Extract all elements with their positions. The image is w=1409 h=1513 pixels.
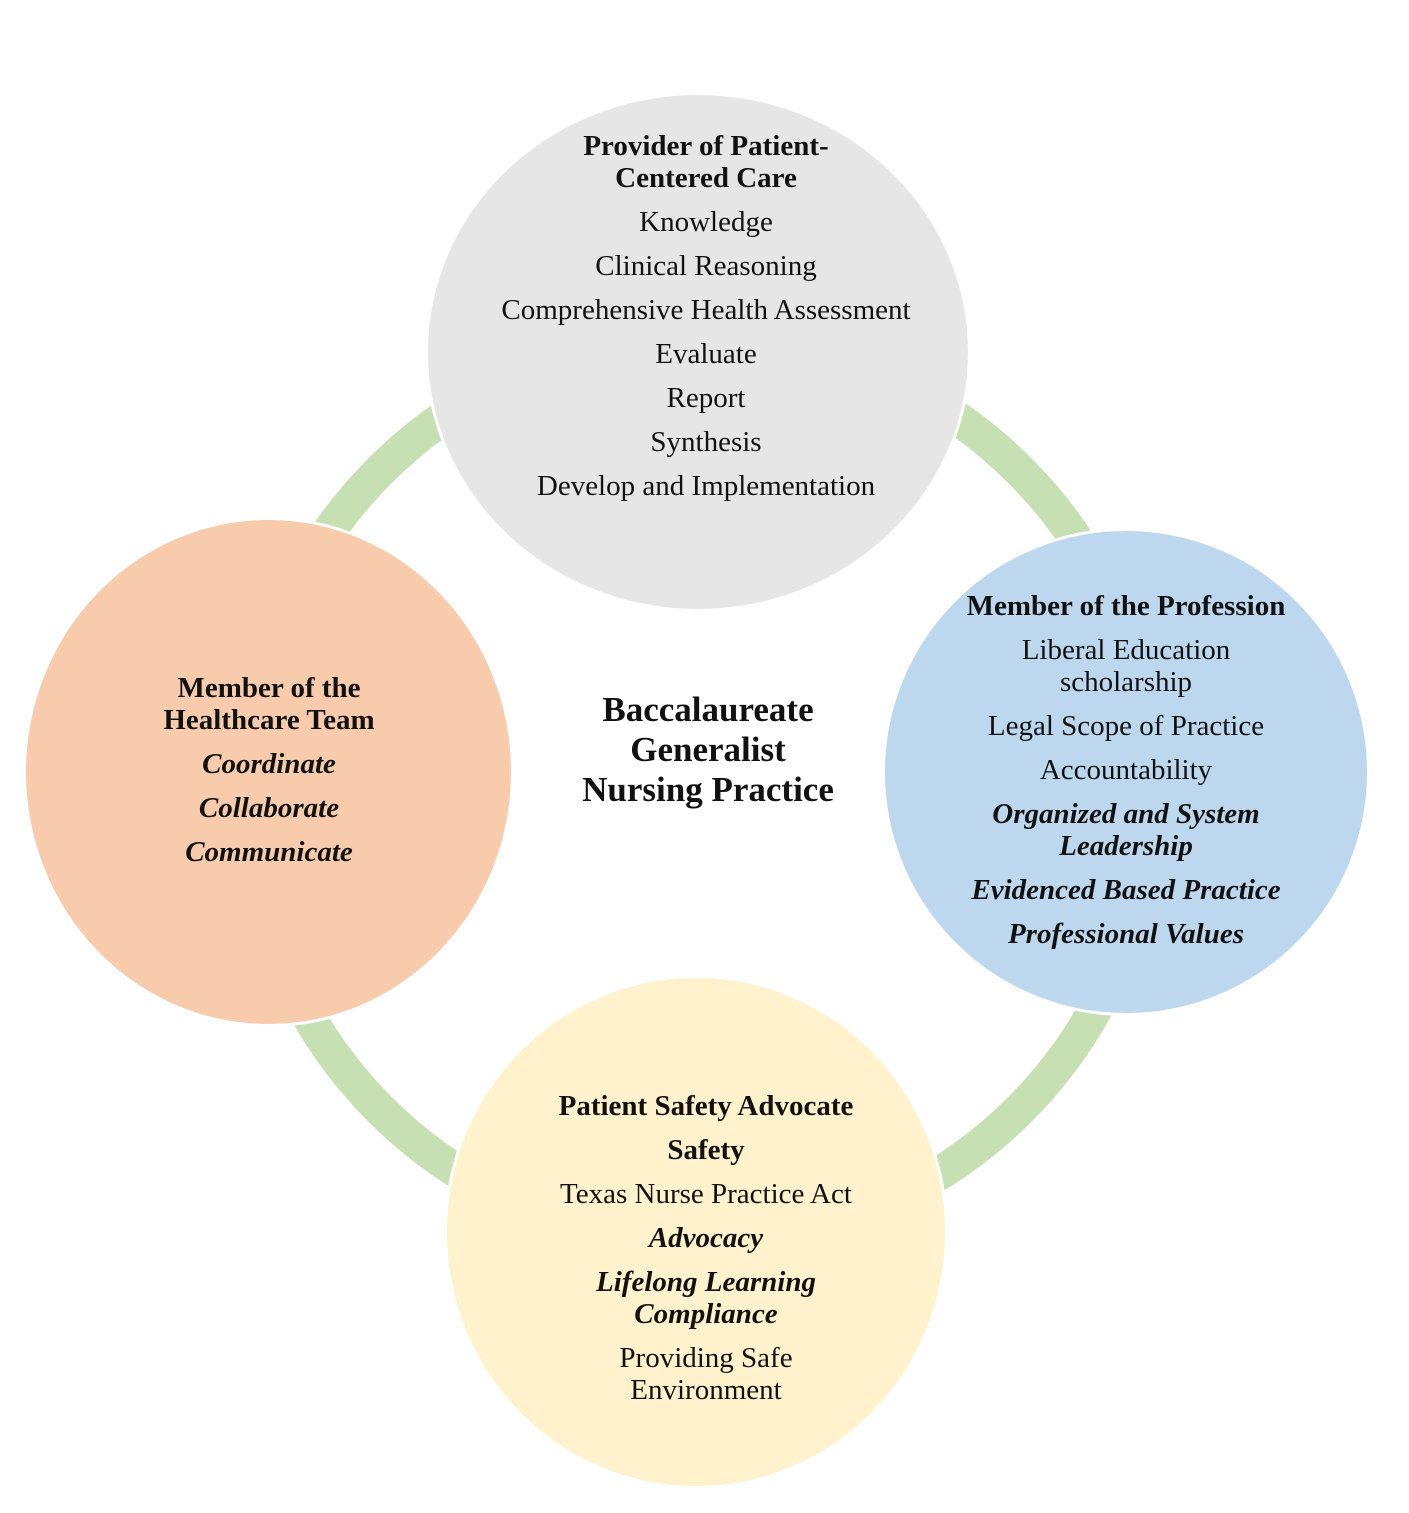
center-title: Baccalaureate Generalist Nursing Practic…	[540, 690, 876, 810]
center-title-line: Nursing Practice	[582, 770, 834, 809]
top-item: Synthesis	[650, 426, 762, 458]
bottom-item: Texas Nurse Practice Act	[560, 1178, 852, 1210]
bottom-item: Advocacy	[648, 1222, 764, 1254]
right-item: Member of the Profession	[966, 590, 1286, 622]
bottom-item: Patient Safety Advocate	[558, 1090, 854, 1122]
right-item: Accountability	[1039, 754, 1213, 786]
top-item: Clinical Reasoning	[595, 250, 817, 282]
left-item: Communicate	[185, 836, 353, 868]
top-item: Report	[666, 382, 746, 414]
bottom-item: Safety	[667, 1134, 745, 1166]
right-item: Legal Scope of Practice	[987, 710, 1265, 742]
left-item: Collaborate	[198, 792, 340, 824]
profession-circle	[882, 528, 1370, 1016]
center-title-line: Generalist	[630, 730, 786, 769]
right-item: Professional Values	[1007, 918, 1245, 950]
top-item: Provider of Patient-Centered Care	[583, 130, 829, 194]
safety-advocate-circle	[444, 975, 948, 1489]
top-item: Evaluate	[655, 338, 757, 370]
center-title-line: Baccalaureate	[602, 690, 814, 729]
provider-circle	[425, 92, 971, 612]
left-item: Coordinate	[202, 748, 336, 780]
healthcare-team-circle	[23, 517, 514, 1027]
top-item: Develop and Implementation	[536, 470, 876, 502]
top-item: Comprehensive Health Assessment	[501, 294, 911, 326]
right-item: Evidenced Based Practice	[971, 874, 1281, 906]
top-item: Knowledge	[639, 206, 773, 238]
